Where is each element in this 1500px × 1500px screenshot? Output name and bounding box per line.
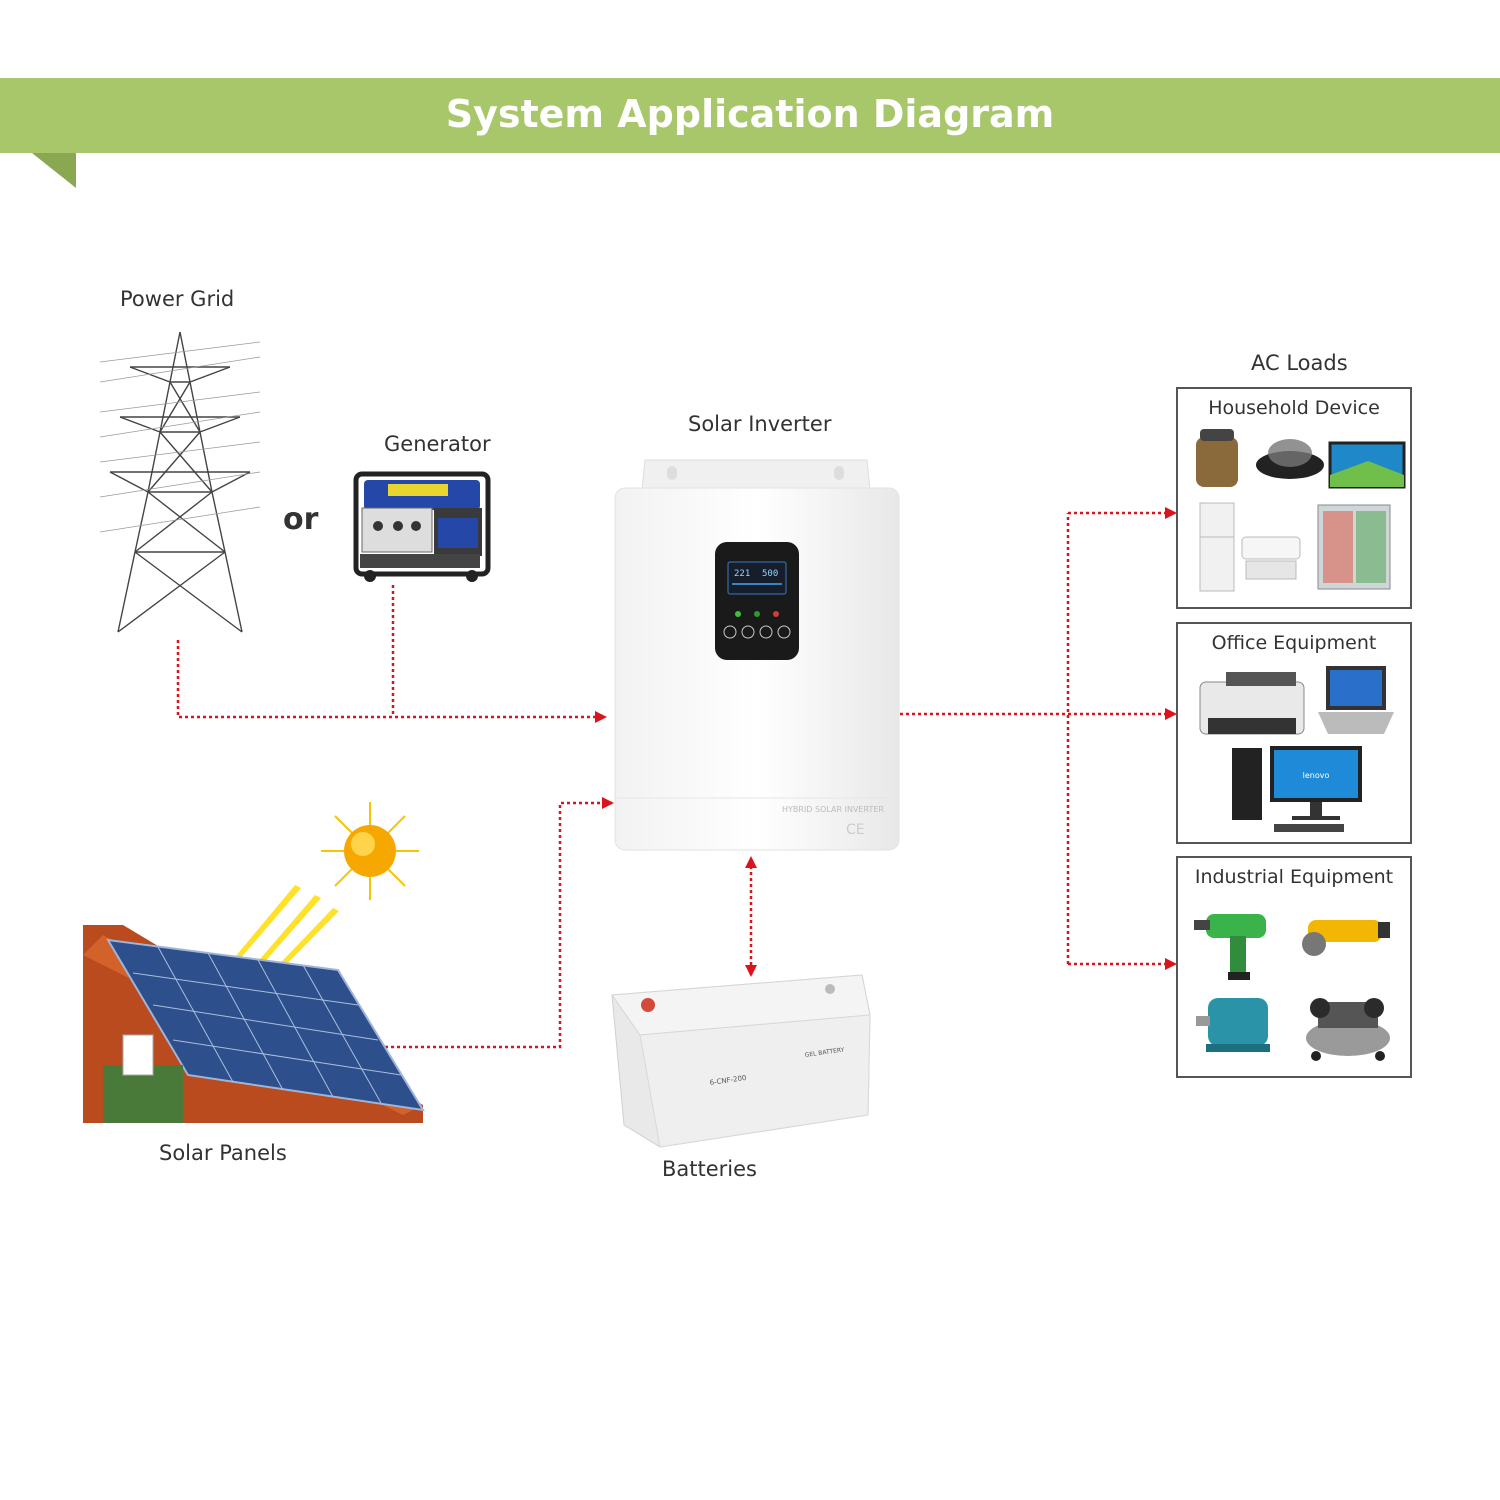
household-appliances-icon (1196, 429, 1406, 592)
office-equipment-box: Office Equipment lenovo (1176, 622, 1412, 844)
solar-line (373, 797, 614, 1049)
header-banner (0, 78, 1500, 153)
inverter-display-right: 500 (762, 569, 778, 579)
office-equipment-icon: lenovo (1199, 666, 1394, 832)
generator-icon (353, 471, 491, 582)
industrial-equipment-title: Industrial Equipment (1194, 866, 1394, 888)
industrial-equipment-box: Industrial Equipment (1176, 856, 1412, 1078)
inverter-label: Solar Inverter (688, 412, 832, 436)
page-title: System Application Diagram (445, 92, 1055, 136)
monitor-brand: lenovo (1303, 771, 1330, 780)
industrial-equipment-icon (1194, 914, 1390, 1061)
solar-inverter-icon: 221 500 HYBRID SOLAR INVERTER CE (614, 459, 900, 851)
inverter-brand: HYBRID SOLAR INVERTER (782, 805, 884, 814)
battery-icon: 6-CNF-200 GEL BATTERY (611, 974, 871, 1148)
household-device-box: Household Device (1176, 387, 1412, 609)
office-equipment-title: Office Equipment (1211, 632, 1377, 654)
power-grid-label: Power Grid (120, 287, 235, 311)
solar-panels-icon (83, 925, 425, 1123)
household-device-title: Household Device (1208, 397, 1380, 419)
solar-panels-label: Solar Panels (159, 1141, 287, 1165)
grid-line (176, 640, 607, 723)
generator-label: Generator (384, 432, 491, 456)
banner-fold (32, 153, 76, 188)
transmission-tower-icon (99, 331, 261, 633)
batteries-label: Batteries (662, 1157, 757, 1181)
inverter-display-left: 221 (734, 569, 750, 579)
or-label: or (283, 502, 319, 537)
svg-text:CE: CE (846, 822, 865, 838)
ac-loads-label: AC Loads (1251, 351, 1348, 375)
